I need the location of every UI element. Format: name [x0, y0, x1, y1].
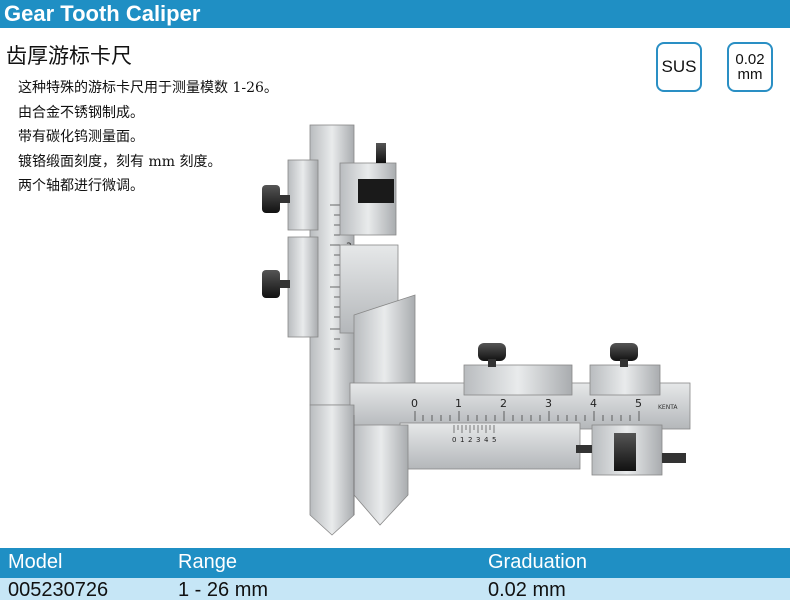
vertical-slider-upper — [287, 159, 319, 231]
vernier-label: 5 — [492, 436, 496, 444]
brand-mark: KENTA — [658, 404, 678, 411]
vernier-label: 1 — [460, 436, 464, 444]
top-screw — [376, 143, 386, 163]
vernier-scale-ticks — [453, 425, 495, 433]
fine-adjust-knob-upper[interactable] — [262, 185, 280, 213]
horizontal-scale-label: 0 — [411, 397, 418, 410]
graduation-badge-unit: mm — [737, 66, 763, 83]
feature-item: 这种特殊的游标卡尺用于测量模数 1-26。 — [18, 80, 278, 96]
cell-graduation: 0.02 mm — [488, 579, 566, 601]
moving-jaw — [353, 424, 409, 526]
column-header-graduation: Graduation — [488, 551, 587, 573]
table-row: 005230726 1 - 26 mm 0.02 mm — [0, 578, 790, 601]
title-bar: Gear Tooth Caliper — [0, 0, 790, 28]
slider-lock-knob-right[interactable] — [610, 343, 638, 361]
slider-lock-knob-left[interactable] — [478, 343, 506, 361]
product-name-cn: 齿厚游标卡尺 — [6, 44, 132, 68]
material-badge: SUS — [656, 42, 702, 92]
horizontal-scale-label: 3 — [545, 397, 552, 410]
graduation-badge-value: 0.02 — [735, 51, 765, 68]
vernier-label: 0 — [452, 436, 456, 444]
feature-list: 这种特殊的游标卡尺用于测量模数 1-26。 由合金不锈钢制成。 带有碳化钨测量面… — [18, 76, 278, 199]
cell-range: 1 - 26 mm — [178, 579, 269, 601]
cell-model: 005230726 — [8, 579, 109, 601]
page-title: Gear Tooth Caliper — [4, 1, 201, 26]
horizontal-slider-left — [463, 364, 573, 396]
horizontal-scale-label: 2 — [500, 397, 507, 410]
column-header-model: Model — [8, 551, 63, 573]
vernier-label: 3 — [476, 436, 480, 444]
fixed-jaw — [309, 404, 355, 536]
vernier-label: 2 — [468, 436, 472, 444]
feature-item: 带有碳化钨测量面。 — [18, 129, 144, 145]
feature-item: 镀铬缎面刻度，刻有 mm 刻度。 — [18, 153, 222, 170]
vertical-slider-lower — [287, 236, 319, 338]
fine-adjust-knob-lower[interactable] — [262, 270, 280, 298]
graduation-badge: 0.02 mm — [727, 42, 773, 92]
horizontal-scale-label: 5 — [635, 397, 642, 410]
caliper-illustration: 4 3 2 1 0 1 2 3 4 5 KENTA — [262, 124, 691, 536]
horizontal-slider-right — [589, 364, 661, 396]
vernier-label: 4 — [484, 436, 489, 444]
horizontal-vernier — [399, 422, 581, 470]
feature-item: 由合金不锈钢制成。 — [18, 104, 144, 121]
horizontal-scale-label: 4 — [590, 397, 597, 410]
column-header-range: Range — [178, 551, 237, 573]
vertical-scale-ticks — [330, 204, 340, 350]
horizontal-scale-ticks — [414, 411, 640, 421]
spec-table-header: Model Range Graduation — [0, 548, 790, 578]
fine-adjust-knob-horizontal[interactable] — [614, 433, 636, 471]
feature-item: 两个轴都进行微调。 — [18, 178, 144, 194]
horizontal-scale-label: 1 — [455, 397, 462, 410]
vertical-jaw-slot — [358, 179, 394, 203]
material-badge-label: SUS — [661, 57, 697, 76]
